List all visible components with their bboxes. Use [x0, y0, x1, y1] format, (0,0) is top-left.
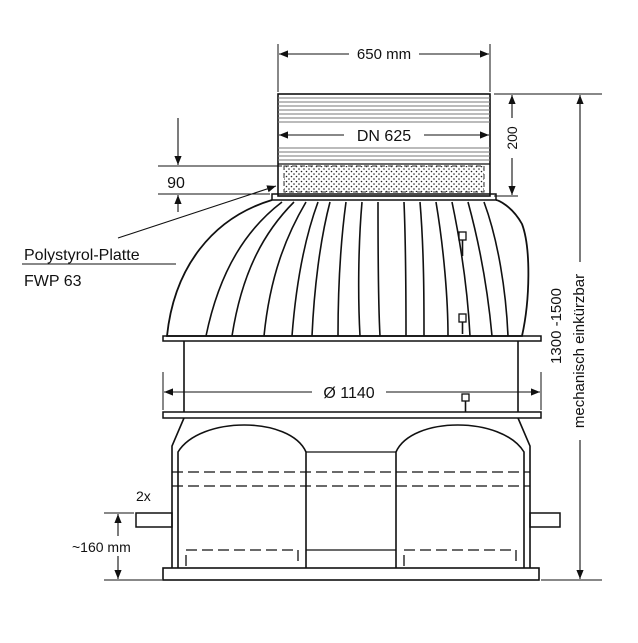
neck-height-label: 200 — [504, 126, 520, 150]
dimension-pipe-height: 2x ~160 mm — [72, 488, 162, 581]
dn-label: DN 625 — [357, 128, 411, 145]
cylinder-ring — [162, 335, 542, 419]
dimension-top-width: 650 mm — [277, 44, 491, 92]
plate-name-label: Polystyrol-Platte — [24, 247, 140, 264]
base-tank — [135, 417, 561, 581]
pipe-height-label: ~160 mm — [72, 539, 131, 555]
pipe-count-label: 2x — [136, 488, 151, 504]
dimension-dn: DN 625 — [279, 128, 489, 145]
polystyrene-plate — [283, 165, 485, 193]
plate-callout: Polystyrol-Platte FWP 63 — [22, 185, 277, 290]
neck-section — [277, 93, 491, 197]
top-width-label: 650 mm — [357, 46, 411, 63]
dimension-neck-height: 200 — [494, 93, 520, 197]
total-height-label: 1300 -1500 — [548, 288, 565, 364]
plate-type-label: FWP 63 — [24, 273, 82, 290]
total-height-note: mechanisch einkürzbar — [571, 274, 588, 428]
neck-flange — [271, 193, 497, 201]
diameter-label: Ø 1140 — [323, 385, 374, 402]
plate-thickness-label: 90 — [167, 175, 185, 192]
dimension-diameter: Ø 1140 — [162, 372, 542, 410]
dimension-plate-thickness: 90 — [158, 118, 282, 212]
dome — [166, 199, 530, 337]
dimension-total-height: 1300 -1500 mechanisch einkürzbar — [496, 93, 602, 581]
